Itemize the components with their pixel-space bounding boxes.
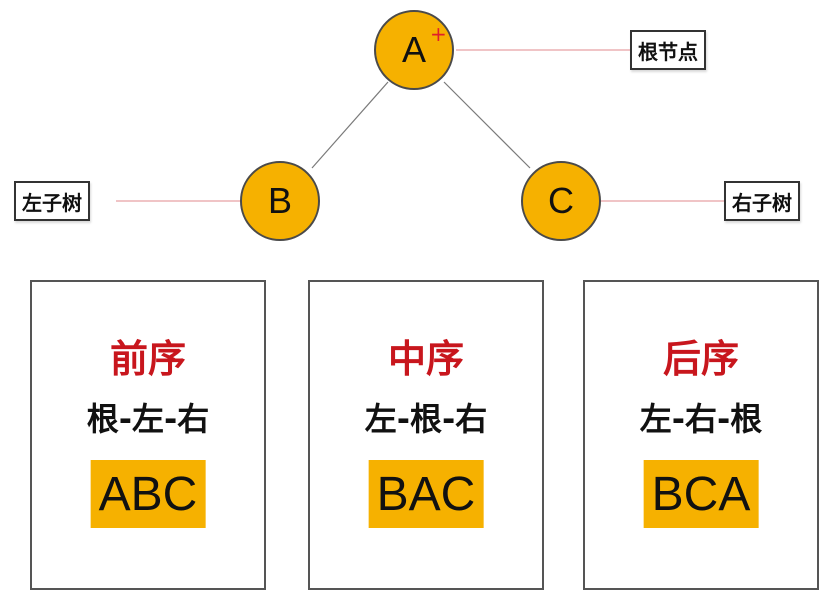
postorder-title: 后序	[662, 336, 739, 381]
node-label-b: B	[267, 180, 292, 221]
preorder-card: 前序 根-左-右 ABC	[30, 280, 266, 590]
preorder-order: 根-左-右	[86, 400, 210, 438]
root-node-tag: 根节点	[630, 30, 706, 70]
plus-marker: +	[430, 22, 447, 46]
edge-a-b	[311, 81, 389, 169]
root-node-tag-text: 根节点	[638, 39, 698, 64]
tree-node-a: A +	[374, 10, 454, 90]
inorder-card: 中序 左-根-右 BAC	[308, 280, 544, 590]
tree-edges	[116, 49, 724, 202]
inorder-title: 中序	[387, 336, 464, 381]
postorder-order: 左-右-根	[639, 400, 763, 438]
preorder-title: 前序	[109, 336, 186, 381]
inorder-order: 左-根-右	[364, 400, 488, 438]
left-subtree-tag-text: 左子树	[22, 190, 82, 215]
left-subtree-tag: 左子树	[14, 181, 90, 221]
edge-a-c	[443, 81, 531, 169]
right-subtree-tag-text: 右子树	[732, 190, 792, 215]
postorder-card: 后序 左-右-根 BCA	[583, 280, 819, 590]
right-subtree-tag: 右子树	[724, 181, 800, 221]
tree-node-b: B	[240, 161, 320, 241]
tree-node-c: C	[521, 161, 601, 241]
preorder-result: ABC	[90, 460, 206, 528]
inorder-result: BAC	[368, 460, 484, 528]
node-label-c: C	[548, 180, 574, 221]
node-label-a: A	[401, 29, 426, 70]
postorder-result: BCA	[643, 460, 759, 528]
